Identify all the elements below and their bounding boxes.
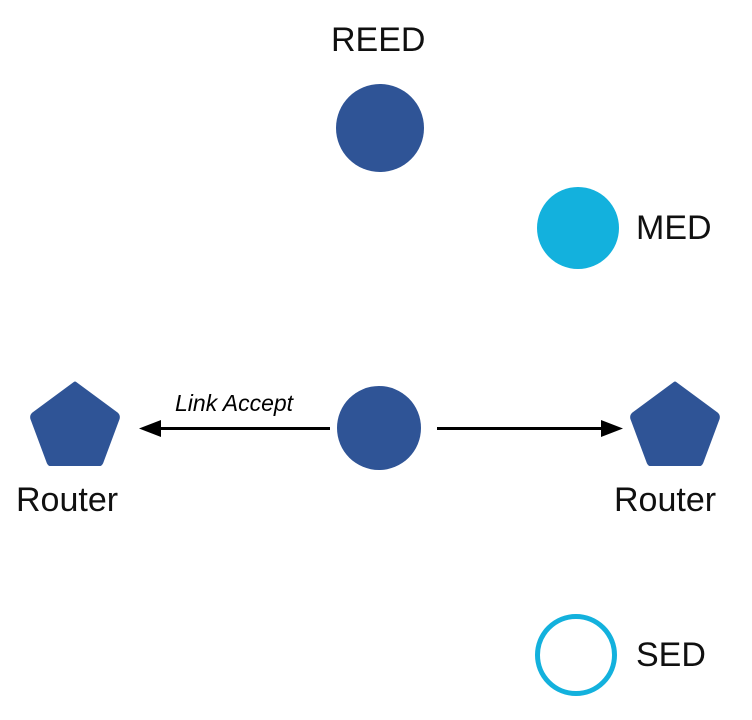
node-label-sed: SED: [636, 636, 706, 674]
node-label-router-right: Router: [614, 481, 717, 519]
node-label-med: MED: [636, 209, 712, 247]
node-reed[interactable]: [336, 84, 424, 172]
node-label-reed: REED: [331, 21, 426, 59]
edge-label-link-accept: Link Accept: [175, 390, 294, 416]
pentagon-icon: [30, 381, 120, 466]
node-leader[interactable]: [337, 386, 421, 470]
edge-leader-to-router-right: [437, 420, 623, 437]
node-router-right[interactable]: [630, 381, 720, 466]
node-med[interactable]: [537, 187, 619, 269]
node-router-left[interactable]: [30, 381, 120, 466]
node-sed[interactable]: [535, 614, 617, 696]
pentagon-icon: [630, 381, 720, 466]
node-label-router-left: Router: [16, 481, 119, 519]
edge-leader-to-router-left: [139, 420, 330, 437]
